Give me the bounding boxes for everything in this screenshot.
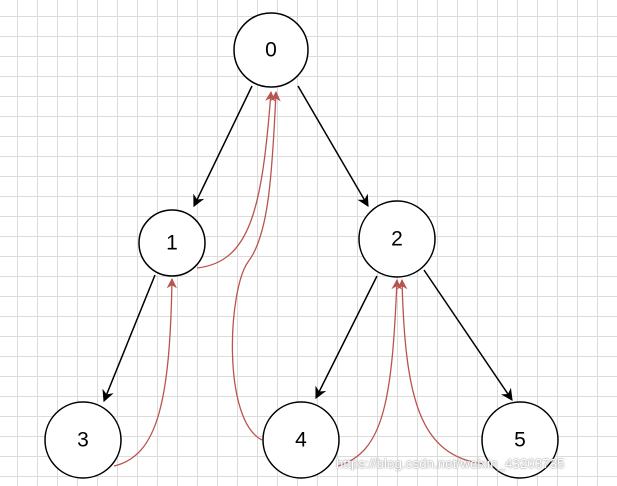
node-label-2: 2 [391,228,403,251]
node-label-0: 0 [265,39,277,62]
parent-edge-5-2 [397,278,485,465]
tree-edges [102,85,513,403]
tree-node-4: 4 [262,401,340,479]
tree-node-3: 3 [44,401,122,479]
node-label-3: 3 [77,429,89,452]
parent-edge-1-0 [196,90,276,269]
tree-node-5: 5 [481,401,559,479]
tree-node-2: 2 [358,200,436,278]
parent-edge-4-0 [231,90,281,441]
tree-edge-1-3 [102,274,156,403]
tree-edge-2-4 [315,275,378,400]
parent-edge-3-1 [113,277,178,467]
node-label-1: 1 [166,232,178,255]
node-label-4: 4 [295,429,307,452]
parent-edge-4-2 [337,278,402,467]
tree-node-0: 0 [233,12,309,88]
tree-node-1: 1 [138,209,206,277]
tree-edge-2-5 [423,269,513,401]
parent-pointer-edges [113,90,485,467]
watermark-text: https://blog.csdn.net/weixin_43203735 [336,456,565,471]
node-label-5: 5 [514,429,526,452]
tree-edge-0-1 [193,85,253,208]
tree-edge-0-2 [297,85,369,208]
